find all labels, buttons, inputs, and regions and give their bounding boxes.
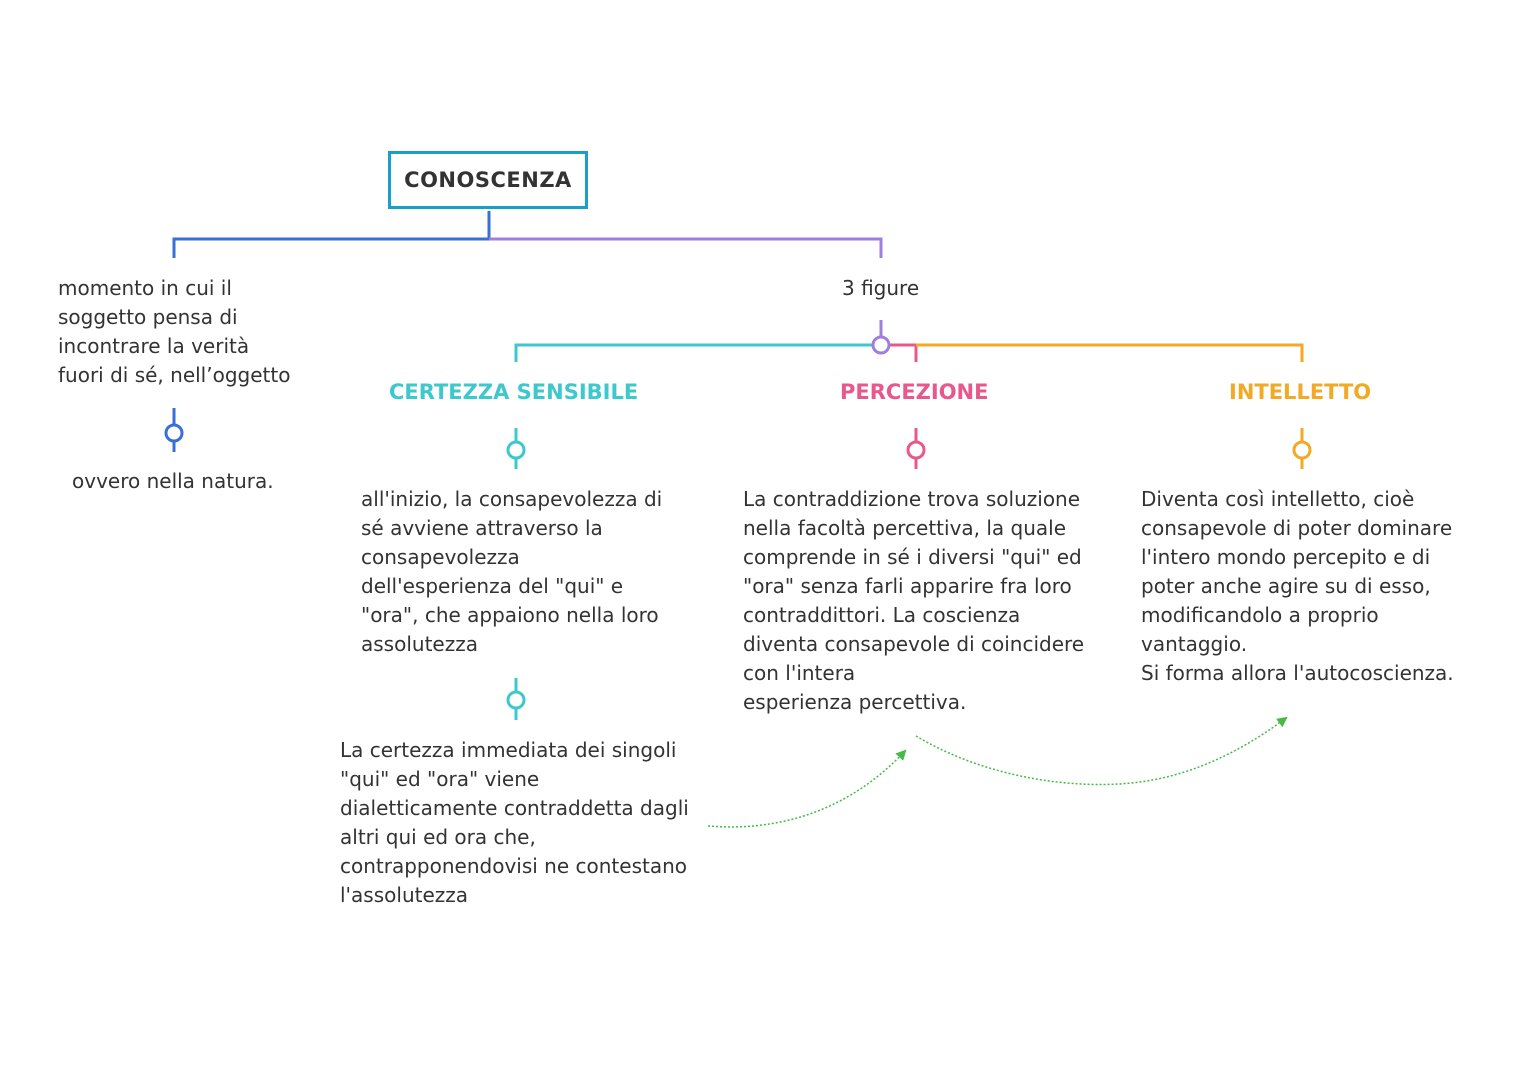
arrow-certezza-to-percezione (707, 749, 907, 828)
node-dot-certezza (506, 440, 526, 460)
node-dot-intelletto (1292, 440, 1312, 460)
heading-certezza-sensibile: CERTEZZA SENSIBILE (389, 380, 639, 404)
certezza-text-2: La certezza immediata dei singoli "qui" … (340, 738, 689, 907)
connector-root-right (489, 237, 883, 258)
certezza-text-1: all'inizio, la consapevolezza di sé avvi… (361, 487, 663, 656)
percezione-text: La contraddizione trova soluzione nella … (743, 487, 1085, 714)
node-dot-certezza-2 (506, 690, 526, 710)
intelletto-text: Diventa così intelletto, cioè consapevol… (1141, 487, 1454, 685)
left-branch-description: momento in cui il soggetto pensa di inco… (58, 276, 291, 387)
root-label: CONOSCENZA (404, 168, 572, 192)
heading-percezione: PERCEZIONE (840, 380, 989, 404)
root-node[interactable]: CONOSCENZA (388, 151, 588, 209)
three-figures-label: 3 figure (842, 276, 920, 300)
connector-percezione (889, 343, 918, 362)
arrow-percezione-to-intelletto (915, 716, 1288, 786)
node-dot-left (164, 423, 184, 443)
node-dot-figure (871, 335, 891, 355)
connector-certezza (514, 343, 873, 362)
connector-intelletto (916, 343, 1304, 362)
node-dot-percezione (906, 440, 926, 460)
connector-root-left (172, 211, 491, 258)
left-branch-detail: ovvero nella natura. (72, 469, 274, 493)
heading-intelletto: INTELLETTO (1229, 380, 1372, 404)
